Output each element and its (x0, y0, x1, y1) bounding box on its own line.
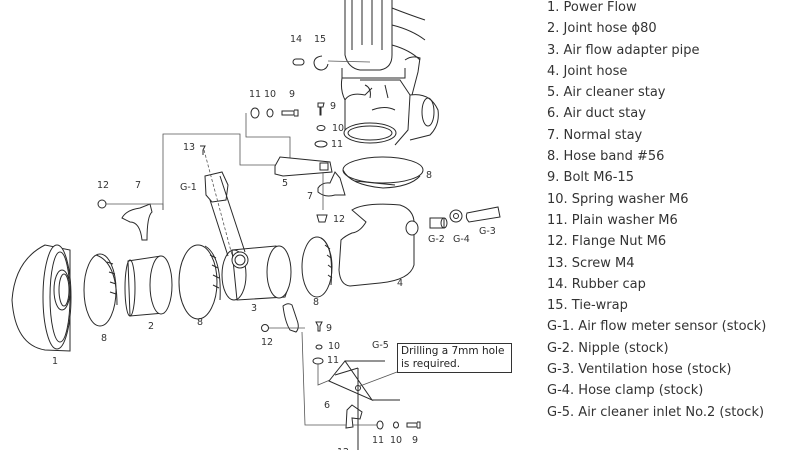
legend-item: 4. Joint hose (547, 63, 628, 79)
label-g1: G-1 (180, 182, 197, 193)
bolt (315, 321, 323, 332)
spring-washer (266, 108, 274, 118)
label-9: 9 (412, 435, 418, 446)
hose-clamp (449, 209, 463, 223)
label-12: 12 (337, 447, 349, 450)
legend-item: G-4. Hose clamp (stock) (547, 383, 704, 399)
ventilation-hose (465, 206, 501, 223)
legend-item: G-5. Air cleaner inlet No.2 (stock) (547, 404, 765, 420)
normal-stay (317, 171, 346, 197)
plain-washer (312, 357, 324, 365)
exploded-parts-diagram: 14 15 11 10 9 9 10 11 5 7 12 8 4 G-2 G-4… (11, 0, 501, 450)
legend-item: 14. Rubber cap (547, 276, 646, 292)
tie-wrap (313, 55, 329, 71)
air-flow-meter-sensor (203, 149, 246, 257)
label-10: 10 (332, 123, 344, 134)
label-11: 11 (331, 139, 343, 150)
power-flow-filter (11, 244, 72, 352)
label-7: 7 (307, 191, 313, 202)
label-11: 11 (372, 435, 384, 446)
label-6: 6 (324, 400, 330, 411)
air-cleaner-inlet (328, 360, 400, 450)
label-11: 11 (327, 355, 339, 366)
label-9: 9 (289, 89, 295, 100)
throttle-body (340, 0, 439, 146)
label-12: 12 (97, 180, 109, 191)
plain-washer (376, 420, 384, 430)
legend-item: G-3. Ventilation hose (stock) (547, 362, 732, 378)
joint-hose (338, 203, 415, 287)
air-duct-stay (345, 404, 363, 429)
air-flow-adapter-pipe (221, 245, 292, 301)
label-4: 4 (397, 278, 403, 289)
label-15: 15 (314, 34, 326, 45)
bolt (406, 421, 421, 429)
legend-item: 9. Bolt M6-15 (547, 170, 634, 186)
rubber-cap (292, 58, 305, 66)
plain-washer (250, 107, 260, 119)
label-10: 10 (328, 341, 340, 352)
hose-band (178, 244, 221, 320)
label-g5: G-5 (372, 340, 389, 351)
drilling-callout: Drilling a 7mm hole is required. (397, 343, 512, 373)
flange-nut (316, 214, 328, 223)
air-cleaner-stay (274, 156, 333, 177)
legend-item: 3. Air flow adapter pipe (547, 42, 700, 58)
legend-item: G-2. Nipple (stock) (547, 340, 669, 356)
bolt (281, 109, 299, 117)
legend-item: 8. Hose band #56 (547, 149, 665, 165)
legend-item: 5. Air cleaner stay (547, 85, 666, 101)
label-5: 5 (282, 178, 288, 189)
legend-item: 7. Normal stay (547, 127, 643, 143)
label-3: 3 (251, 303, 257, 314)
label-9: 9 (330, 101, 336, 112)
label-8: 8 (101, 333, 107, 344)
label-11: 11 (249, 89, 261, 100)
label-2: 2 (148, 321, 154, 332)
flange-nut (261, 324, 269, 332)
legend-item: 13. Screw M4 (547, 255, 635, 271)
label-1: 1 (52, 356, 58, 367)
legend-item: 6. Air duct stay (547, 106, 646, 122)
normal-stay (121, 203, 153, 241)
spring-washer (316, 125, 326, 131)
label-8: 8 (313, 297, 319, 308)
hose-band (342, 156, 424, 189)
hose-band (301, 236, 333, 298)
label-10: 10 (390, 435, 402, 446)
spring-washer (315, 344, 323, 350)
legend-item: 12. Flange Nut M6 (547, 234, 667, 250)
bolt (317, 102, 325, 116)
label-13: 13 (183, 142, 195, 153)
parts-legend: 1. Power Flow 2. Joint hose ϕ80 3. Air f… (547, 0, 800, 423)
legend-item: 1. Power Flow (547, 0, 637, 15)
label-g3: G-3 (479, 226, 496, 237)
label-12: 12 (333, 214, 345, 225)
label-14: 14 (290, 34, 302, 45)
legend-item: G-1. Air flow meter sensor (stock) (547, 319, 767, 335)
legend-item: 11. Plain washer M6 (547, 212, 678, 228)
legend-item: 2. Joint hose ϕ80 (547, 21, 657, 37)
label-9: 9 (326, 323, 332, 334)
hose-band (83, 253, 118, 327)
label-g2: G-2 (428, 234, 445, 245)
legend-item: 15. Tie-wrap (547, 298, 628, 314)
flange-nut (97, 199, 107, 209)
legend-item: 10. Spring washer M6 (547, 191, 689, 207)
normal-stay (282, 303, 299, 333)
label-8: 8 (426, 170, 432, 181)
screw (200, 145, 206, 155)
joint-hose-80 (124, 255, 173, 317)
label-12: 12 (261, 337, 273, 348)
spring-washer (393, 421, 399, 429)
label-7: 7 (135, 180, 141, 191)
label-g4: G-4 (453, 234, 470, 245)
label-8: 8 (197, 317, 203, 328)
plain-washer (314, 140, 328, 148)
label-10: 10 (264, 89, 276, 100)
